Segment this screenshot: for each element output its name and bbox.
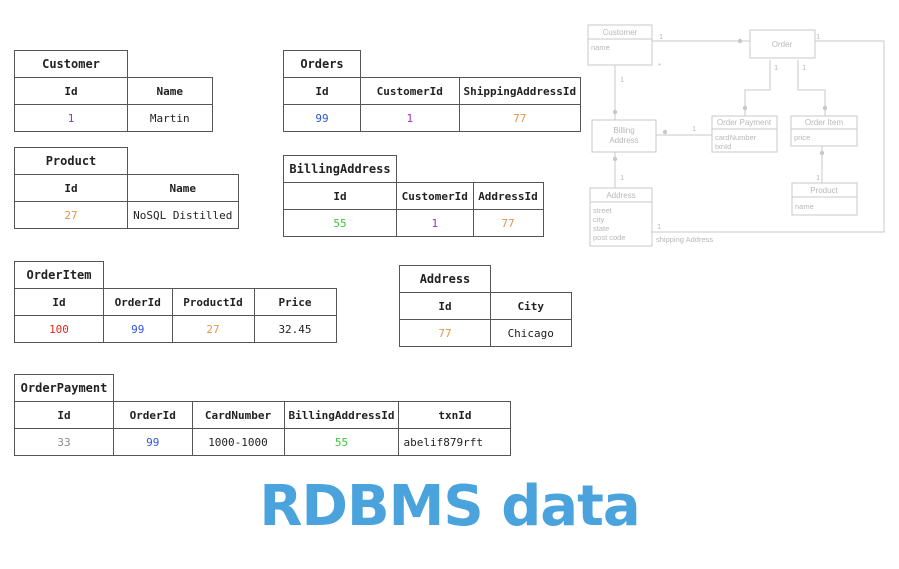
- uml-class-diagram: Customer Order Billing Address Order Pay…: [587, 24, 885, 247]
- caption-title: RDBMS data: [259, 474, 640, 539]
- column-header: Price: [253, 288, 337, 316]
- table-title: Customer: [14, 50, 128, 78]
- table-cell: 99: [113, 428, 193, 456]
- table-cell: 33: [14, 428, 114, 456]
- column-header: City: [490, 292, 572, 320]
- uml-multiplicity: 1: [692, 124, 696, 133]
- column-header: ProductId: [171, 288, 255, 316]
- uml-multiplicity: 1: [774, 63, 778, 72]
- uml-attr: state: [593, 224, 609, 233]
- uml-attr: post code: [593, 233, 626, 242]
- table-cell: NoSQL Distilled: [127, 201, 239, 229]
- uml-multiplicity: 1: [657, 222, 661, 231]
- uml-billing-title-1: Billing: [613, 126, 634, 135]
- table-cell: 55: [283, 209, 397, 237]
- column-header: txnId: [398, 401, 512, 429]
- table-title: Orders: [283, 50, 361, 78]
- column-header: BillingAddressId: [283, 401, 400, 429]
- column-header: ShippingAddressId: [458, 77, 582, 105]
- table-title: Product: [14, 147, 128, 175]
- table-cell: 1: [14, 104, 128, 132]
- table-cell: Chicago: [490, 319, 572, 347]
- uml-attr: city: [593, 215, 605, 224]
- uml-attr: name: [591, 43, 610, 52]
- uml-attr: price: [794, 133, 810, 142]
- column-header: OrderId: [113, 401, 193, 429]
- table-title: OrderPayment: [14, 374, 114, 402]
- table-cell: 1: [360, 104, 460, 132]
- uml-attr: txnId: [715, 142, 731, 151]
- uml-billing-title-2: Address: [609, 136, 638, 145]
- column-header: Id: [14, 77, 128, 105]
- uml-multiplicity: 1: [659, 32, 663, 41]
- uml-order-title: Order: [772, 40, 793, 49]
- uml-multiplicity: 1: [620, 173, 624, 182]
- uml-multiplicity: *: [658, 61, 661, 70]
- table-cell: 77: [399, 319, 491, 347]
- table-cell: 27: [14, 201, 128, 229]
- table-cell: abelif879rft: [398, 428, 512, 456]
- table-cell: 77: [458, 104, 582, 132]
- column-header: Id: [14, 288, 104, 316]
- uml-address-title: Address: [606, 191, 635, 200]
- table-cell: 77: [472, 209, 544, 237]
- column-header: CardNumber: [191, 401, 285, 429]
- uml-attr: street: [593, 206, 613, 215]
- column-header: Id: [14, 174, 128, 202]
- table-cell: 32.45: [253, 315, 337, 343]
- table-cell: 99: [103, 315, 173, 343]
- table-cell: 1: [396, 209, 474, 237]
- column-header: Id: [14, 401, 114, 429]
- table-cell: Martin: [127, 104, 213, 132]
- table-title: Address: [399, 265, 491, 293]
- uml-multiplicity: 1: [816, 173, 820, 182]
- column-header: Name: [127, 174, 239, 202]
- uml-attr: name: [795, 202, 814, 211]
- uml-multiplicity: 1: [802, 63, 806, 72]
- table-cell: 27: [171, 315, 255, 343]
- uml-shipping-label: shipping Address: [656, 235, 713, 244]
- uml-product-title: Product: [810, 186, 838, 195]
- column-header: Id: [283, 77, 361, 105]
- column-header: Id: [399, 292, 491, 320]
- column-header: CustomerId: [396, 182, 474, 210]
- uml-attr: cardNumber: [715, 133, 757, 142]
- table-cell: 1000-1000: [191, 428, 285, 456]
- column-header: AddressId: [472, 182, 544, 210]
- table-title: OrderItem: [14, 261, 104, 289]
- uml-multiplicity: 1: [816, 32, 820, 41]
- column-header: OrderId: [103, 288, 173, 316]
- uml-order-item-title: Order Item: [805, 118, 844, 127]
- column-header: Id: [283, 182, 397, 210]
- table-title: BillingAddress: [283, 155, 397, 183]
- table-cell: 100: [14, 315, 104, 343]
- column-header: Name: [127, 77, 213, 105]
- table-cell: 55: [283, 428, 400, 456]
- uml-order-payment-title: Order Payment: [717, 118, 772, 127]
- uml-customer-title: Customer: [603, 28, 638, 37]
- column-header: CustomerId: [360, 77, 460, 105]
- uml-multiplicity: 1: [620, 75, 624, 84]
- table-cell: 99: [283, 104, 361, 132]
